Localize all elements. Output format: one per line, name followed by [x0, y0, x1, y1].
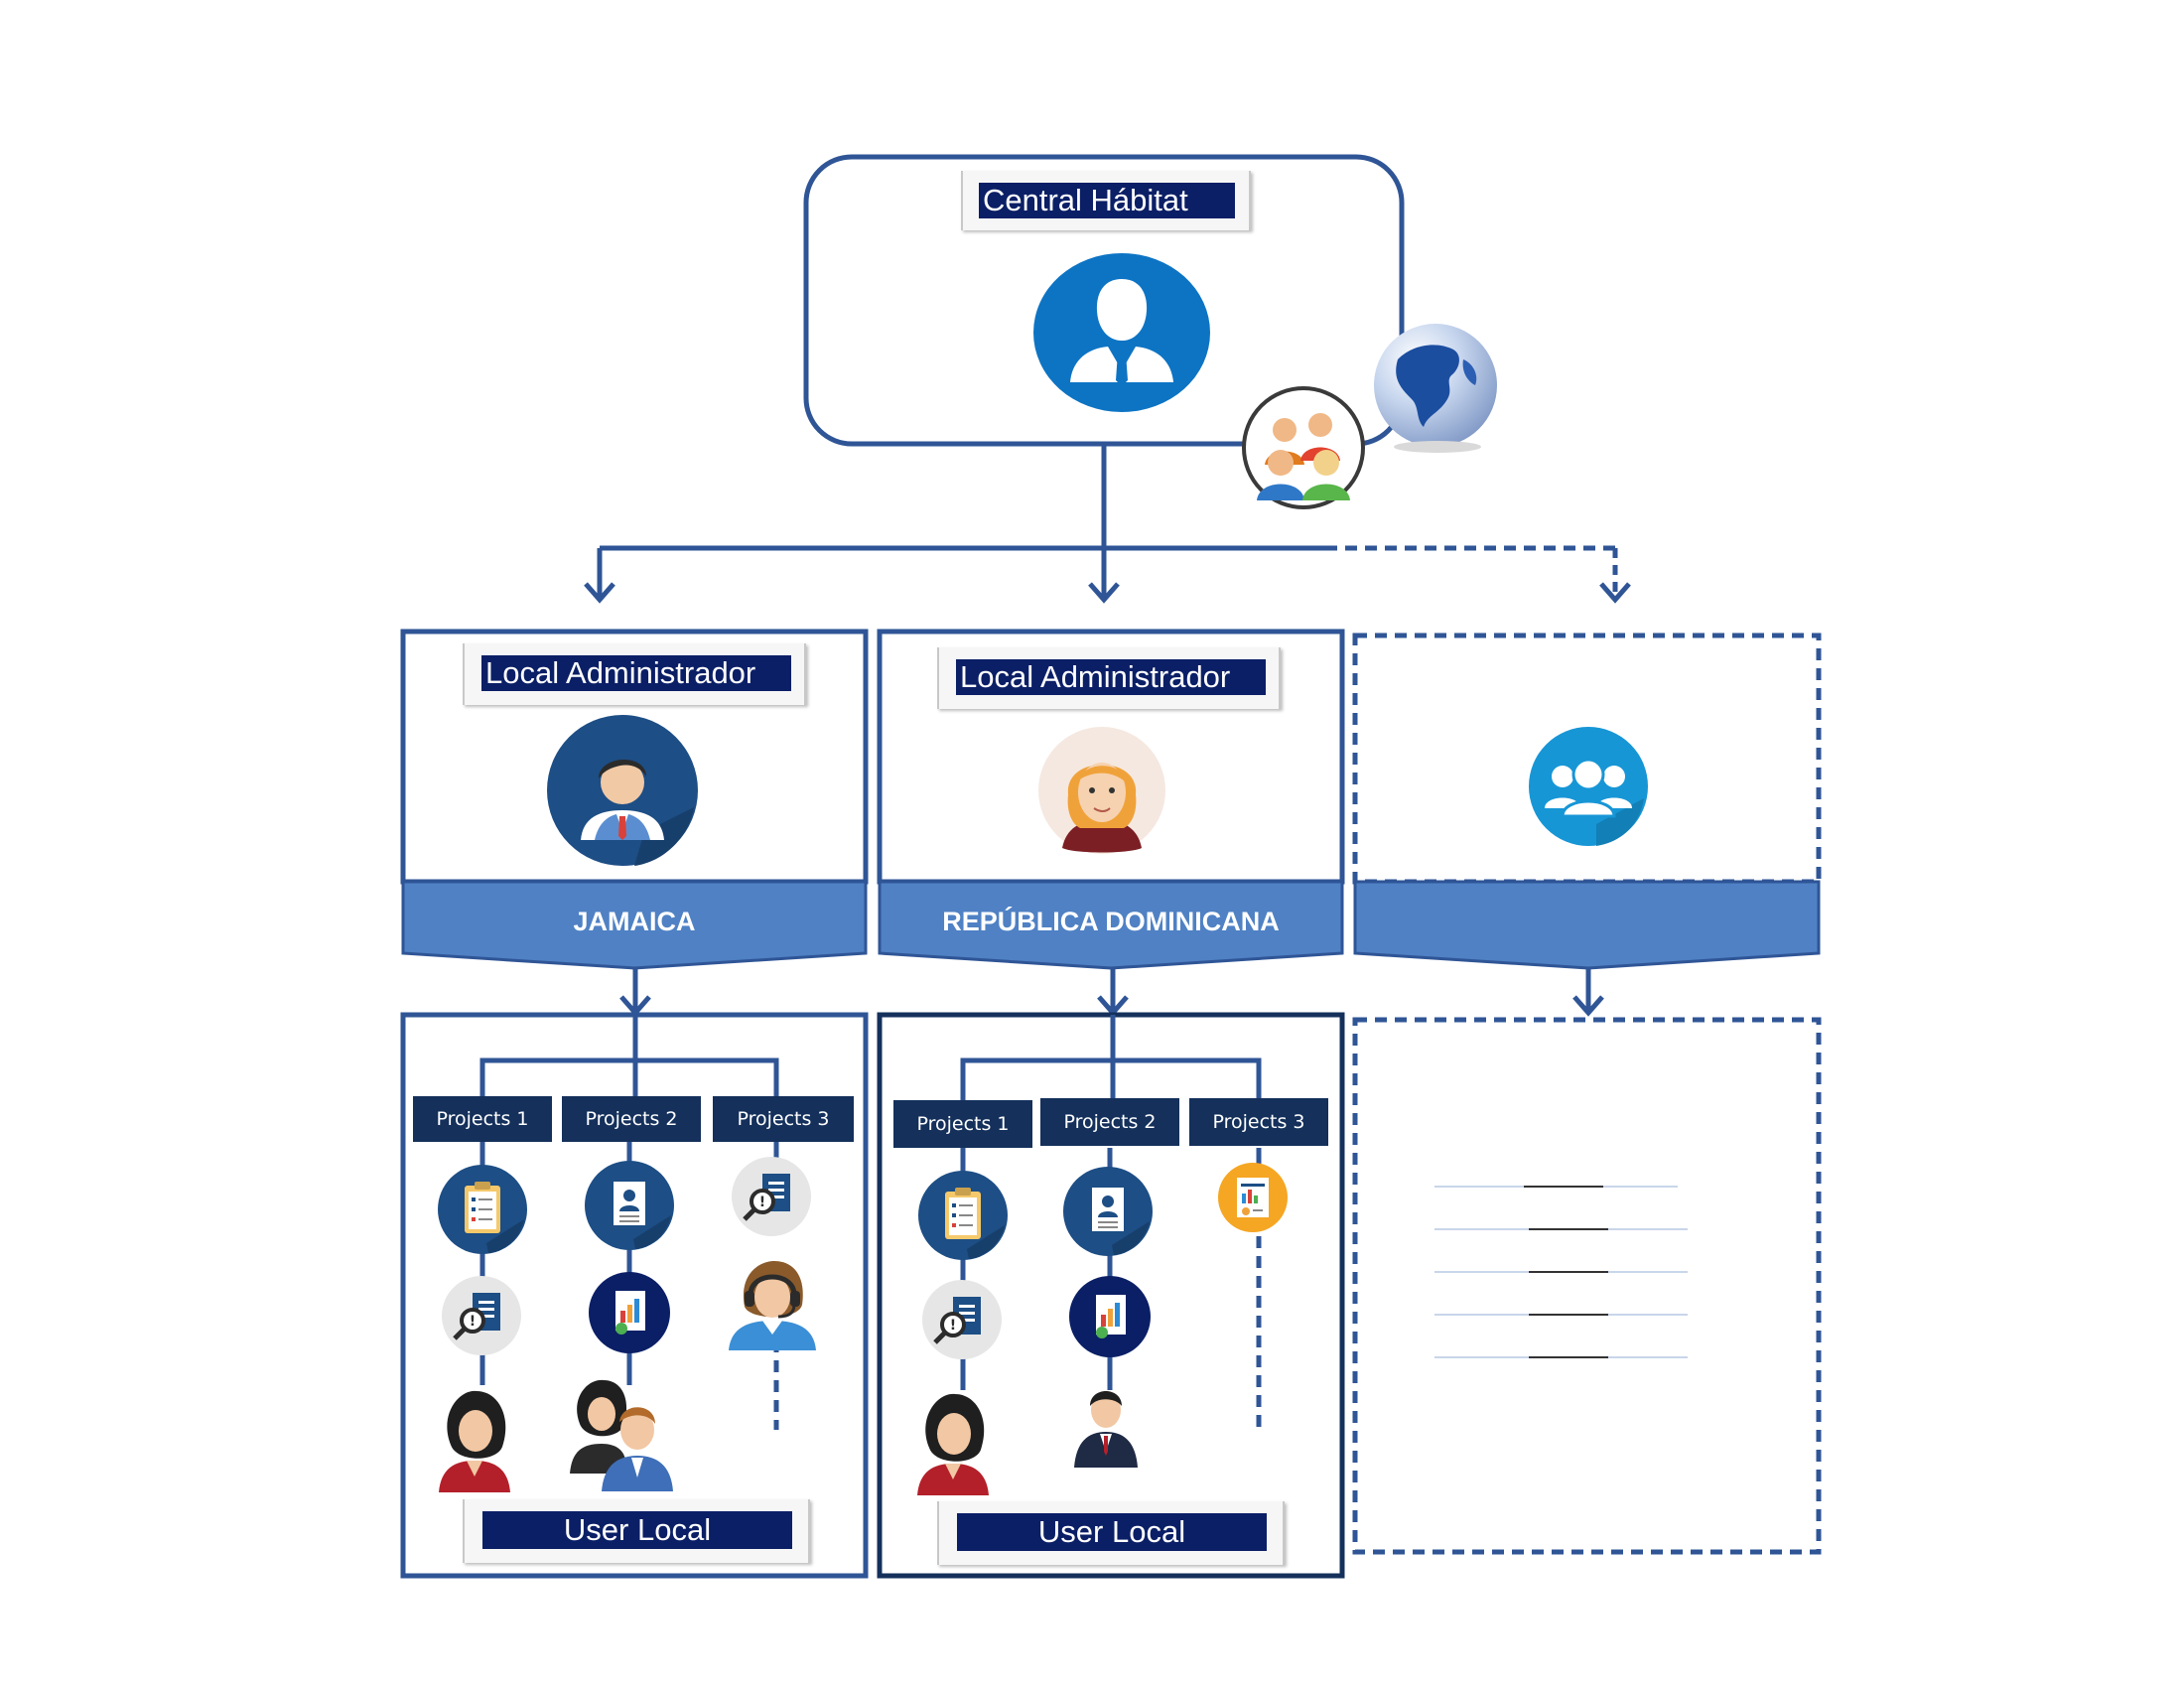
female-admin-icon: [1038, 727, 1165, 854]
arrowhead: [1088, 582, 1120, 604]
dominicana-user-title: User Local: [957, 1513, 1267, 1551]
woman-user-icon: [439, 1390, 510, 1492]
male-admin-icon: [547, 715, 698, 866]
dominicana-project-3: Projects 3: [1189, 1098, 1328, 1146]
globe-icon: [1374, 324, 1497, 453]
dominicana-admin-title: Local Administrador: [956, 659, 1266, 695]
arrowhead: [1572, 995, 1604, 1017]
clipboard-checklist-icon: [918, 1171, 1008, 1260]
jamaica-project-3: Projects 3: [713, 1096, 854, 1142]
profile-document-icon: [585, 1161, 674, 1250]
jamaica-region-label: JAMAICA: [573, 906, 696, 936]
two-users-icon: [570, 1379, 673, 1491]
central-title: Central Hábitat: [979, 183, 1235, 218]
search-document-icon: !: [442, 1276, 521, 1355]
jamaica-admin-title-frame: Local Administrador: [463, 643, 806, 705]
clipboard-checklist-icon: [438, 1165, 527, 1254]
user-tie-icon: [1033, 253, 1210, 412]
jamaica-admin-title: Local Administrador: [481, 655, 791, 691]
report-chart-icon: [1218, 1163, 1288, 1232]
jamaica-project-2: Projects 2: [562, 1096, 701, 1142]
central-title-frame: Central Hábitat: [961, 171, 1251, 230]
future-band: [1353, 880, 1821, 970]
dominicana-project-1: Projects 1: [893, 1100, 1032, 1148]
arrowhead: [1599, 582, 1631, 604]
placeholder-lines: [1434, 1186, 1688, 1358]
man-user-icon: [1074, 1391, 1138, 1468]
jamaica-project-1: Projects 1: [413, 1096, 552, 1142]
dominicana-admin-title-frame: Local Administrador: [937, 647, 1281, 709]
dominicana-user-title-frame: User Local: [937, 1501, 1285, 1565]
svg-text:!: !: [759, 1195, 765, 1210]
headset-agent-icon: [729, 1261, 816, 1350]
future-region-label: [1355, 892, 1819, 951]
profile-document-icon: [1063, 1167, 1153, 1256]
jamaica-band: [401, 880, 868, 970]
svg-text:!: !: [470, 1314, 476, 1330]
report-chart-icon: [589, 1272, 670, 1353]
jamaica-user-title: User Local: [482, 1511, 792, 1549]
search-document-icon: !: [732, 1157, 811, 1236]
users-group-icon: [1529, 727, 1648, 846]
arrowhead: [584, 582, 615, 604]
dominicana-region-label: REPÚBLICA DOMINICANA: [942, 906, 1280, 936]
report-chart-icon: [1069, 1276, 1151, 1357]
woman-user-icon: [917, 1393, 989, 1495]
search-document-icon: !: [922, 1280, 1002, 1359]
dominicana-project-2: Projects 2: [1040, 1098, 1179, 1146]
dominicana-band: [878, 880, 1344, 970]
svg-text:!: !: [950, 1318, 956, 1334]
jamaica-user-title-frame: User Local: [463, 1499, 810, 1563]
tree-line: [479, 1057, 779, 1096]
future-users-box: [1352, 1017, 1822, 1555]
group-people-icon: [1242, 386, 1365, 509]
